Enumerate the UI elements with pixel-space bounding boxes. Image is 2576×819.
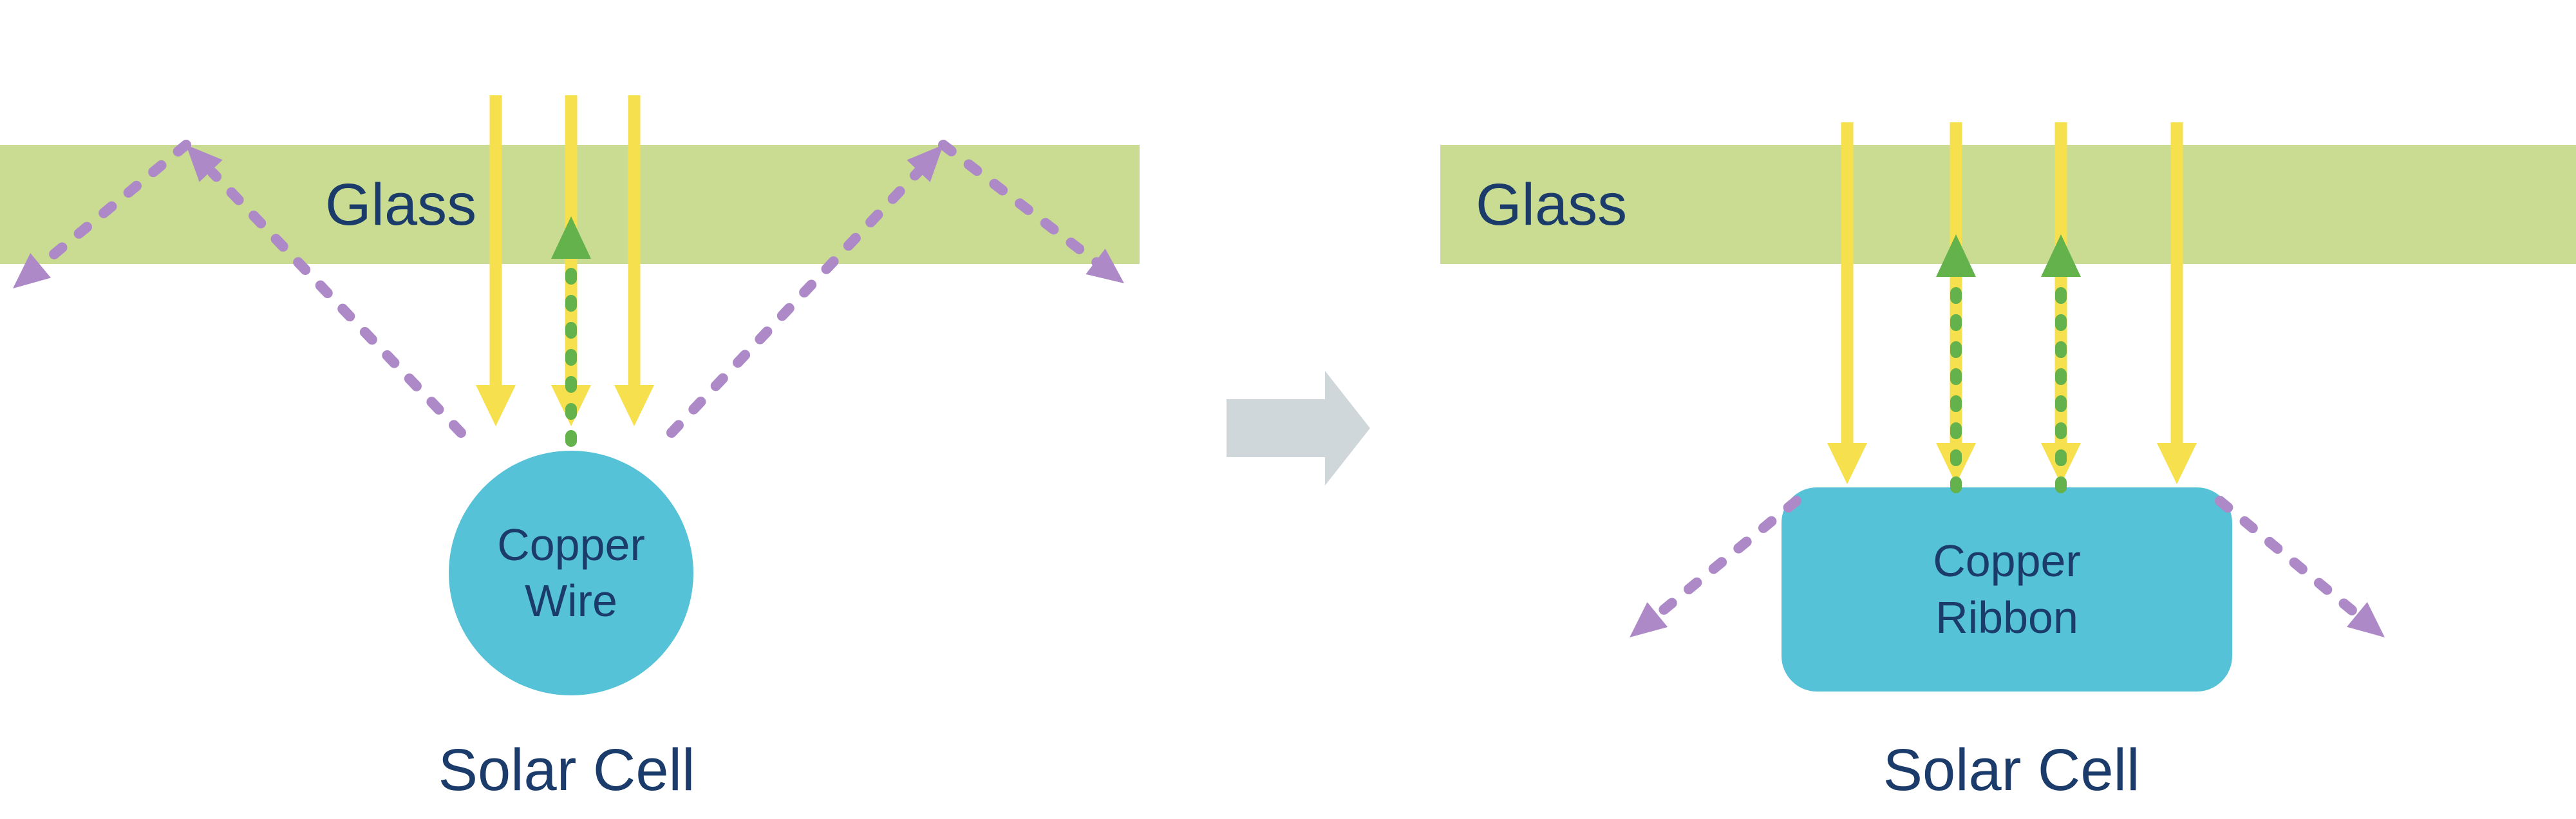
copper-wire-label: Copper Wire <box>497 517 645 630</box>
lost-light-arrow <box>2215 496 2360 618</box>
glass-label-right: Glass <box>1476 172 1628 238</box>
sunlight-arrow-head-icon <box>551 385 591 426</box>
solar-cell-label-left: Solar Cell <box>438 737 695 803</box>
lost-light-arrow-head-icon <box>1630 602 1668 637</box>
lost-light-arrow-head-icon <box>2346 602 2385 637</box>
right-reflected-arrows <box>1936 234 2081 493</box>
solar-cell-label-right: Solar Cell <box>1883 737 2140 803</box>
copper-ribbon-shape: Copper Ribbon <box>1782 487 2232 692</box>
sunlight-arrow-head-icon <box>2041 443 2081 484</box>
sunlight-arrow-head-icon <box>1827 443 1867 484</box>
copper-ribbon-label: Copper Ribbon <box>1933 533 2081 646</box>
copper-wire-label-line2: Wire <box>525 576 617 626</box>
sunlight-arrow-head-icon <box>476 385 516 426</box>
transition-arrow-icon <box>1227 371 1370 485</box>
copper-ribbon-label-line2: Ribbon <box>1935 592 2078 643</box>
right-lost-light-left <box>1630 496 1801 637</box>
copper-wire-shape: Copper Wire <box>449 451 693 695</box>
sunlight-arrow-head-icon <box>1936 443 1976 484</box>
glass-label-left: Glass <box>325 172 477 238</box>
sunlight-arrow-head-icon <box>2157 443 2197 484</box>
glass-layer-right <box>1440 145 2576 264</box>
glass-layer-left <box>0 145 1140 264</box>
right-lost-light-right <box>2215 496 2385 637</box>
copper-wire-label-line1: Copper <box>497 519 645 570</box>
sunlight-arrow-head-icon <box>614 385 654 426</box>
copper-ribbon-label-line1: Copper <box>1933 536 2081 586</box>
lost-light-arrow <box>1655 496 1801 618</box>
